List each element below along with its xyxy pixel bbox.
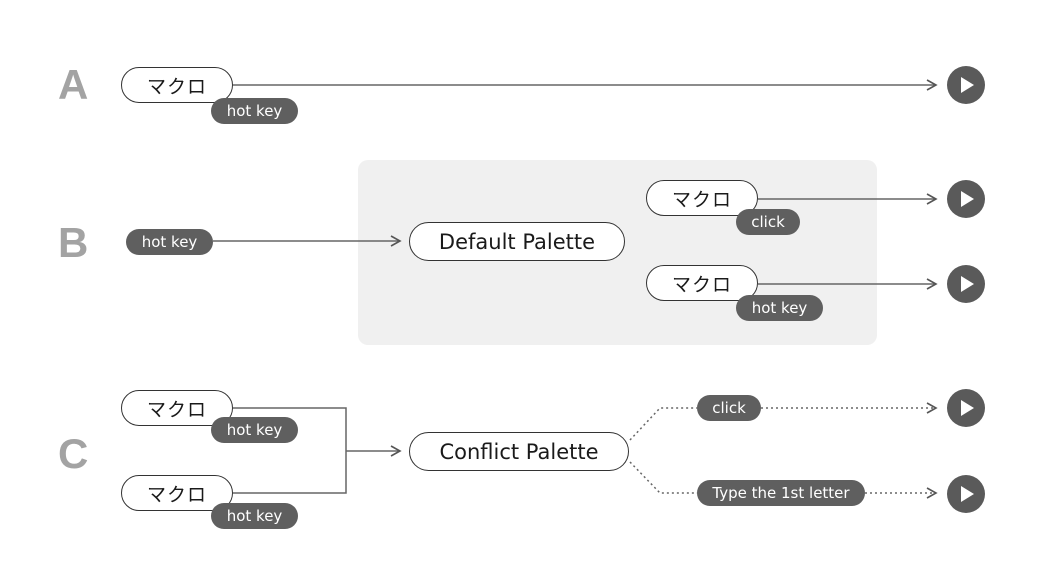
c-branch-2-connector <box>629 461 697 494</box>
a-trigger-tag: hot key <box>211 98 298 124</box>
b-trigger-tag: hot key <box>126 229 213 255</box>
c-branch-1-tag: click <box>697 395 761 421</box>
play-icon[interactable] <box>947 66 985 104</box>
c-macro-node-2[interactable]: マクロ <box>121 475 233 511</box>
c-branch-1-connector <box>629 407 697 441</box>
a-macro-node[interactable]: マクロ <box>121 67 233 103</box>
c-branch-2-tag: Type the 1st letter <box>697 480 865 506</box>
b-macro-node-1[interactable]: マクロ <box>646 180 758 216</box>
play-icon[interactable] <box>947 389 985 427</box>
default-palette-node[interactable]: Default Palette <box>409 222 625 261</box>
b-item-1-trigger-tag: click <box>736 209 800 235</box>
play-icon[interactable] <box>947 475 985 513</box>
conflict-palette-node[interactable]: Conflict Palette <box>409 432 629 471</box>
play-icon[interactable] <box>947 265 985 303</box>
b-macro-node-2[interactable]: マクロ <box>646 265 758 301</box>
section-a-label: A <box>58 61 89 108</box>
c-input-2-trigger-tag: hot key <box>211 503 298 529</box>
play-icon[interactable] <box>947 180 985 218</box>
b-item-2-trigger-tag: hot key <box>736 295 823 321</box>
section-c-label: C <box>58 430 89 477</box>
section-b-label: B <box>58 219 89 266</box>
c-input-1-trigger-tag: hot key <box>211 417 298 443</box>
